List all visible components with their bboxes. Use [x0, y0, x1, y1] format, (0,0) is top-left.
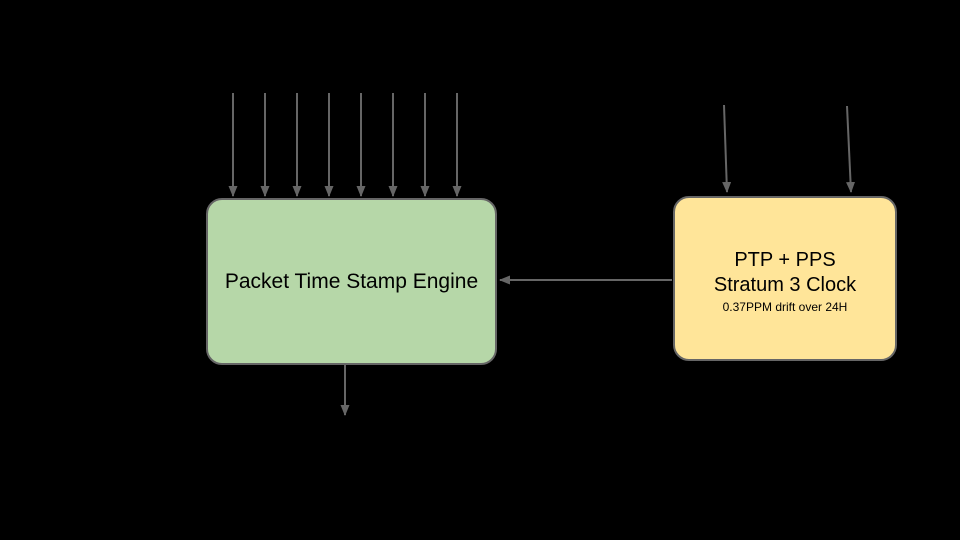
node-packet-time-stamp-engine: Packet Time Stamp Engine	[206, 198, 497, 365]
node-clock-title-line1: PTP + PPS	[734, 249, 836, 271]
node-clock-title-line2: Stratum 3 Clock	[713, 274, 857, 296]
arrow-clock-input-1	[722, 104, 732, 193]
arrow-clock-input-2	[846, 105, 856, 193]
node-ptp-pps-stratum-3-clock: PTP + PPS Stratum 3 Clock 0.37PPM drift …	[673, 196, 897, 361]
node-engine-label: Packet Time Stamp Engine	[224, 270, 479, 293]
node-clock-subtitle: 0.37PPM drift over 24H	[722, 300, 848, 314]
